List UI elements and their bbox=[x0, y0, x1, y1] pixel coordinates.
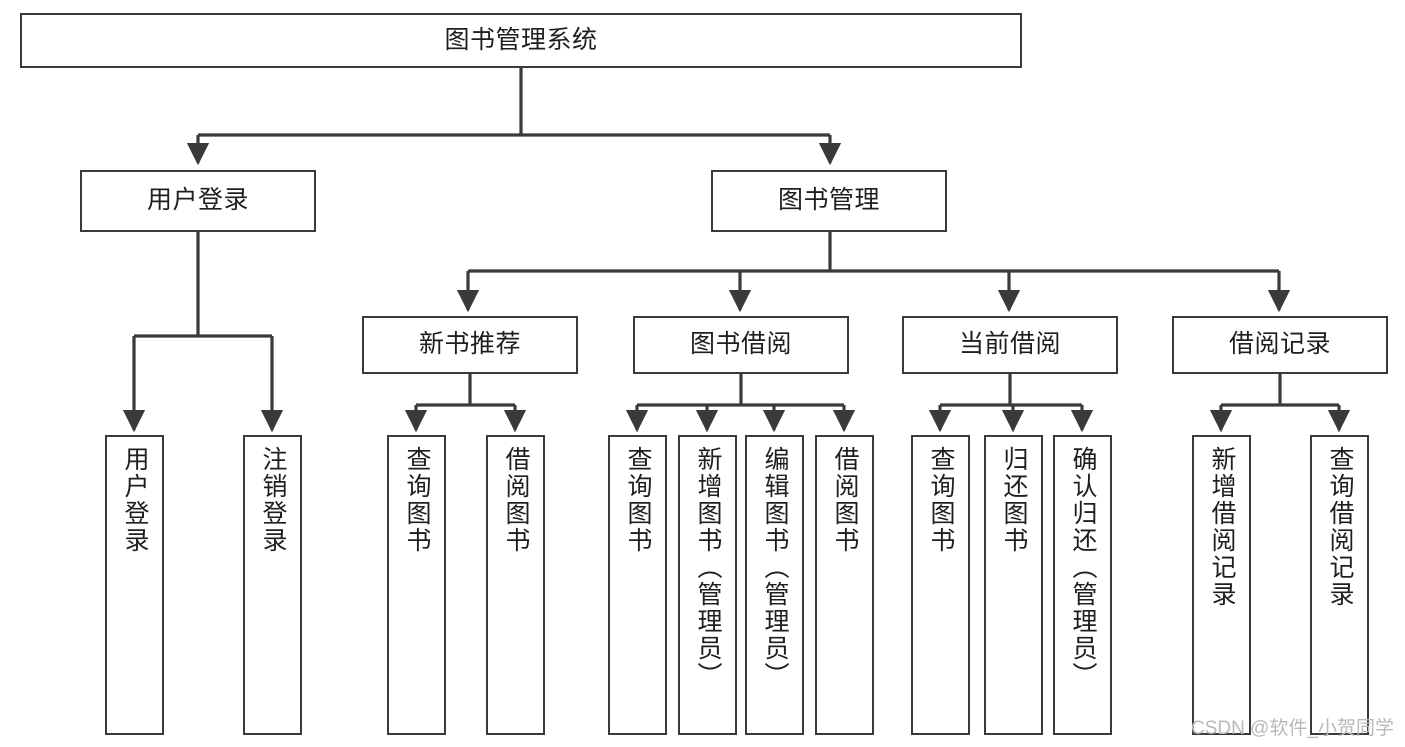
connector-group-current-borrow bbox=[928, 374, 1094, 433]
node-leaf-borrow-book-recommend-label: 借阅图书 bbox=[502, 446, 530, 554]
node-book-management[interactable]: 图书管理 bbox=[711, 170, 947, 232]
connector-group-book-management bbox=[456, 232, 1291, 313]
node-borrow-record[interactable]: 借阅记录 bbox=[1172, 316, 1388, 374]
node-leaf-query-borrow-record[interactable]: 查询借阅记录 bbox=[1310, 435, 1369, 735]
node-leaf-query-book-current-label: 查询图书 bbox=[927, 446, 955, 554]
node-leaf-confirm-return-admin[interactable]: 确认归还（管理员） bbox=[1053, 435, 1112, 735]
node-leaf-query-book-borrow[interactable]: 查询图书 bbox=[608, 435, 667, 735]
node-leaf-user-login-label: 用户登录 bbox=[121, 446, 149, 554]
node-user-login-label: 用户登录 bbox=[146, 186, 249, 215]
node-leaf-logout[interactable]: 注销登录 bbox=[243, 435, 302, 735]
node-new-book-recommend-label: 新书推荐 bbox=[418, 330, 521, 359]
node-leaf-add-book-admin[interactable]: 新增图书（管理员） bbox=[678, 435, 737, 735]
connector-group-root bbox=[186, 68, 842, 166]
node-user-login[interactable]: 用户登录 bbox=[80, 170, 316, 232]
node-leaf-borrow-book-label: 借阅图书 bbox=[831, 446, 859, 554]
node-leaf-return-book[interactable]: 归还图书 bbox=[984, 435, 1043, 735]
node-leaf-logout-label: 注销登录 bbox=[259, 446, 287, 554]
connector-group-user-login bbox=[122, 232, 284, 433]
node-book-management-label: 图书管理 bbox=[777, 186, 880, 215]
node-leaf-add-borrow-record-label: 新增借阅记录 bbox=[1208, 446, 1236, 608]
node-leaf-borrow-book-recommend[interactable]: 借阅图书 bbox=[486, 435, 545, 735]
node-leaf-add-borrow-record[interactable]: 新增借阅记录 bbox=[1192, 435, 1251, 735]
node-book-borrow-label: 图书借阅 bbox=[689, 330, 792, 359]
node-current-borrow[interactable]: 当前借阅 bbox=[902, 316, 1118, 374]
node-leaf-query-book-recommend[interactable]: 查询图书 bbox=[387, 435, 446, 735]
node-leaf-confirm-return-admin-label: 确认归还（管理员） bbox=[1069, 446, 1097, 689]
node-borrow-record-label: 借阅记录 bbox=[1228, 330, 1331, 359]
node-leaf-query-borrow-record-label: 查询借阅记录 bbox=[1326, 446, 1354, 608]
connector-group-new-book-recommend bbox=[404, 374, 527, 433]
node-leaf-query-book-recommend-label: 查询图书 bbox=[403, 446, 431, 554]
csdn-watermark: CSDN @软件_小贺同学 bbox=[1191, 718, 1394, 739]
node-leaf-add-book-admin-label: 新增图书（管理员） bbox=[694, 446, 722, 689]
node-current-borrow-label: 当前借阅 bbox=[958, 330, 1061, 359]
node-leaf-user-login[interactable]: 用户登录 bbox=[105, 435, 164, 735]
connector-group-book-borrow bbox=[625, 374, 856, 433]
node-root-label: 图书管理系统 bbox=[444, 25, 598, 54]
node-leaf-query-book-current[interactable]: 查询图书 bbox=[911, 435, 970, 735]
connector-group-borrow-record bbox=[1209, 374, 1351, 433]
node-new-book-recommend[interactable]: 新书推荐 bbox=[362, 316, 578, 374]
node-root[interactable]: 图书管理系统 bbox=[20, 13, 1022, 68]
node-leaf-borrow-book[interactable]: 借阅图书 bbox=[815, 435, 874, 735]
node-leaf-edit-book-admin-label: 编辑图书（管理员） bbox=[761, 446, 789, 689]
node-leaf-edit-book-admin[interactable]: 编辑图书（管理员） bbox=[745, 435, 804, 735]
node-book-borrow[interactable]: 图书借阅 bbox=[633, 316, 849, 374]
node-leaf-return-book-label: 归还图书 bbox=[1000, 446, 1028, 554]
node-leaf-query-book-borrow-label: 查询图书 bbox=[624, 446, 652, 554]
